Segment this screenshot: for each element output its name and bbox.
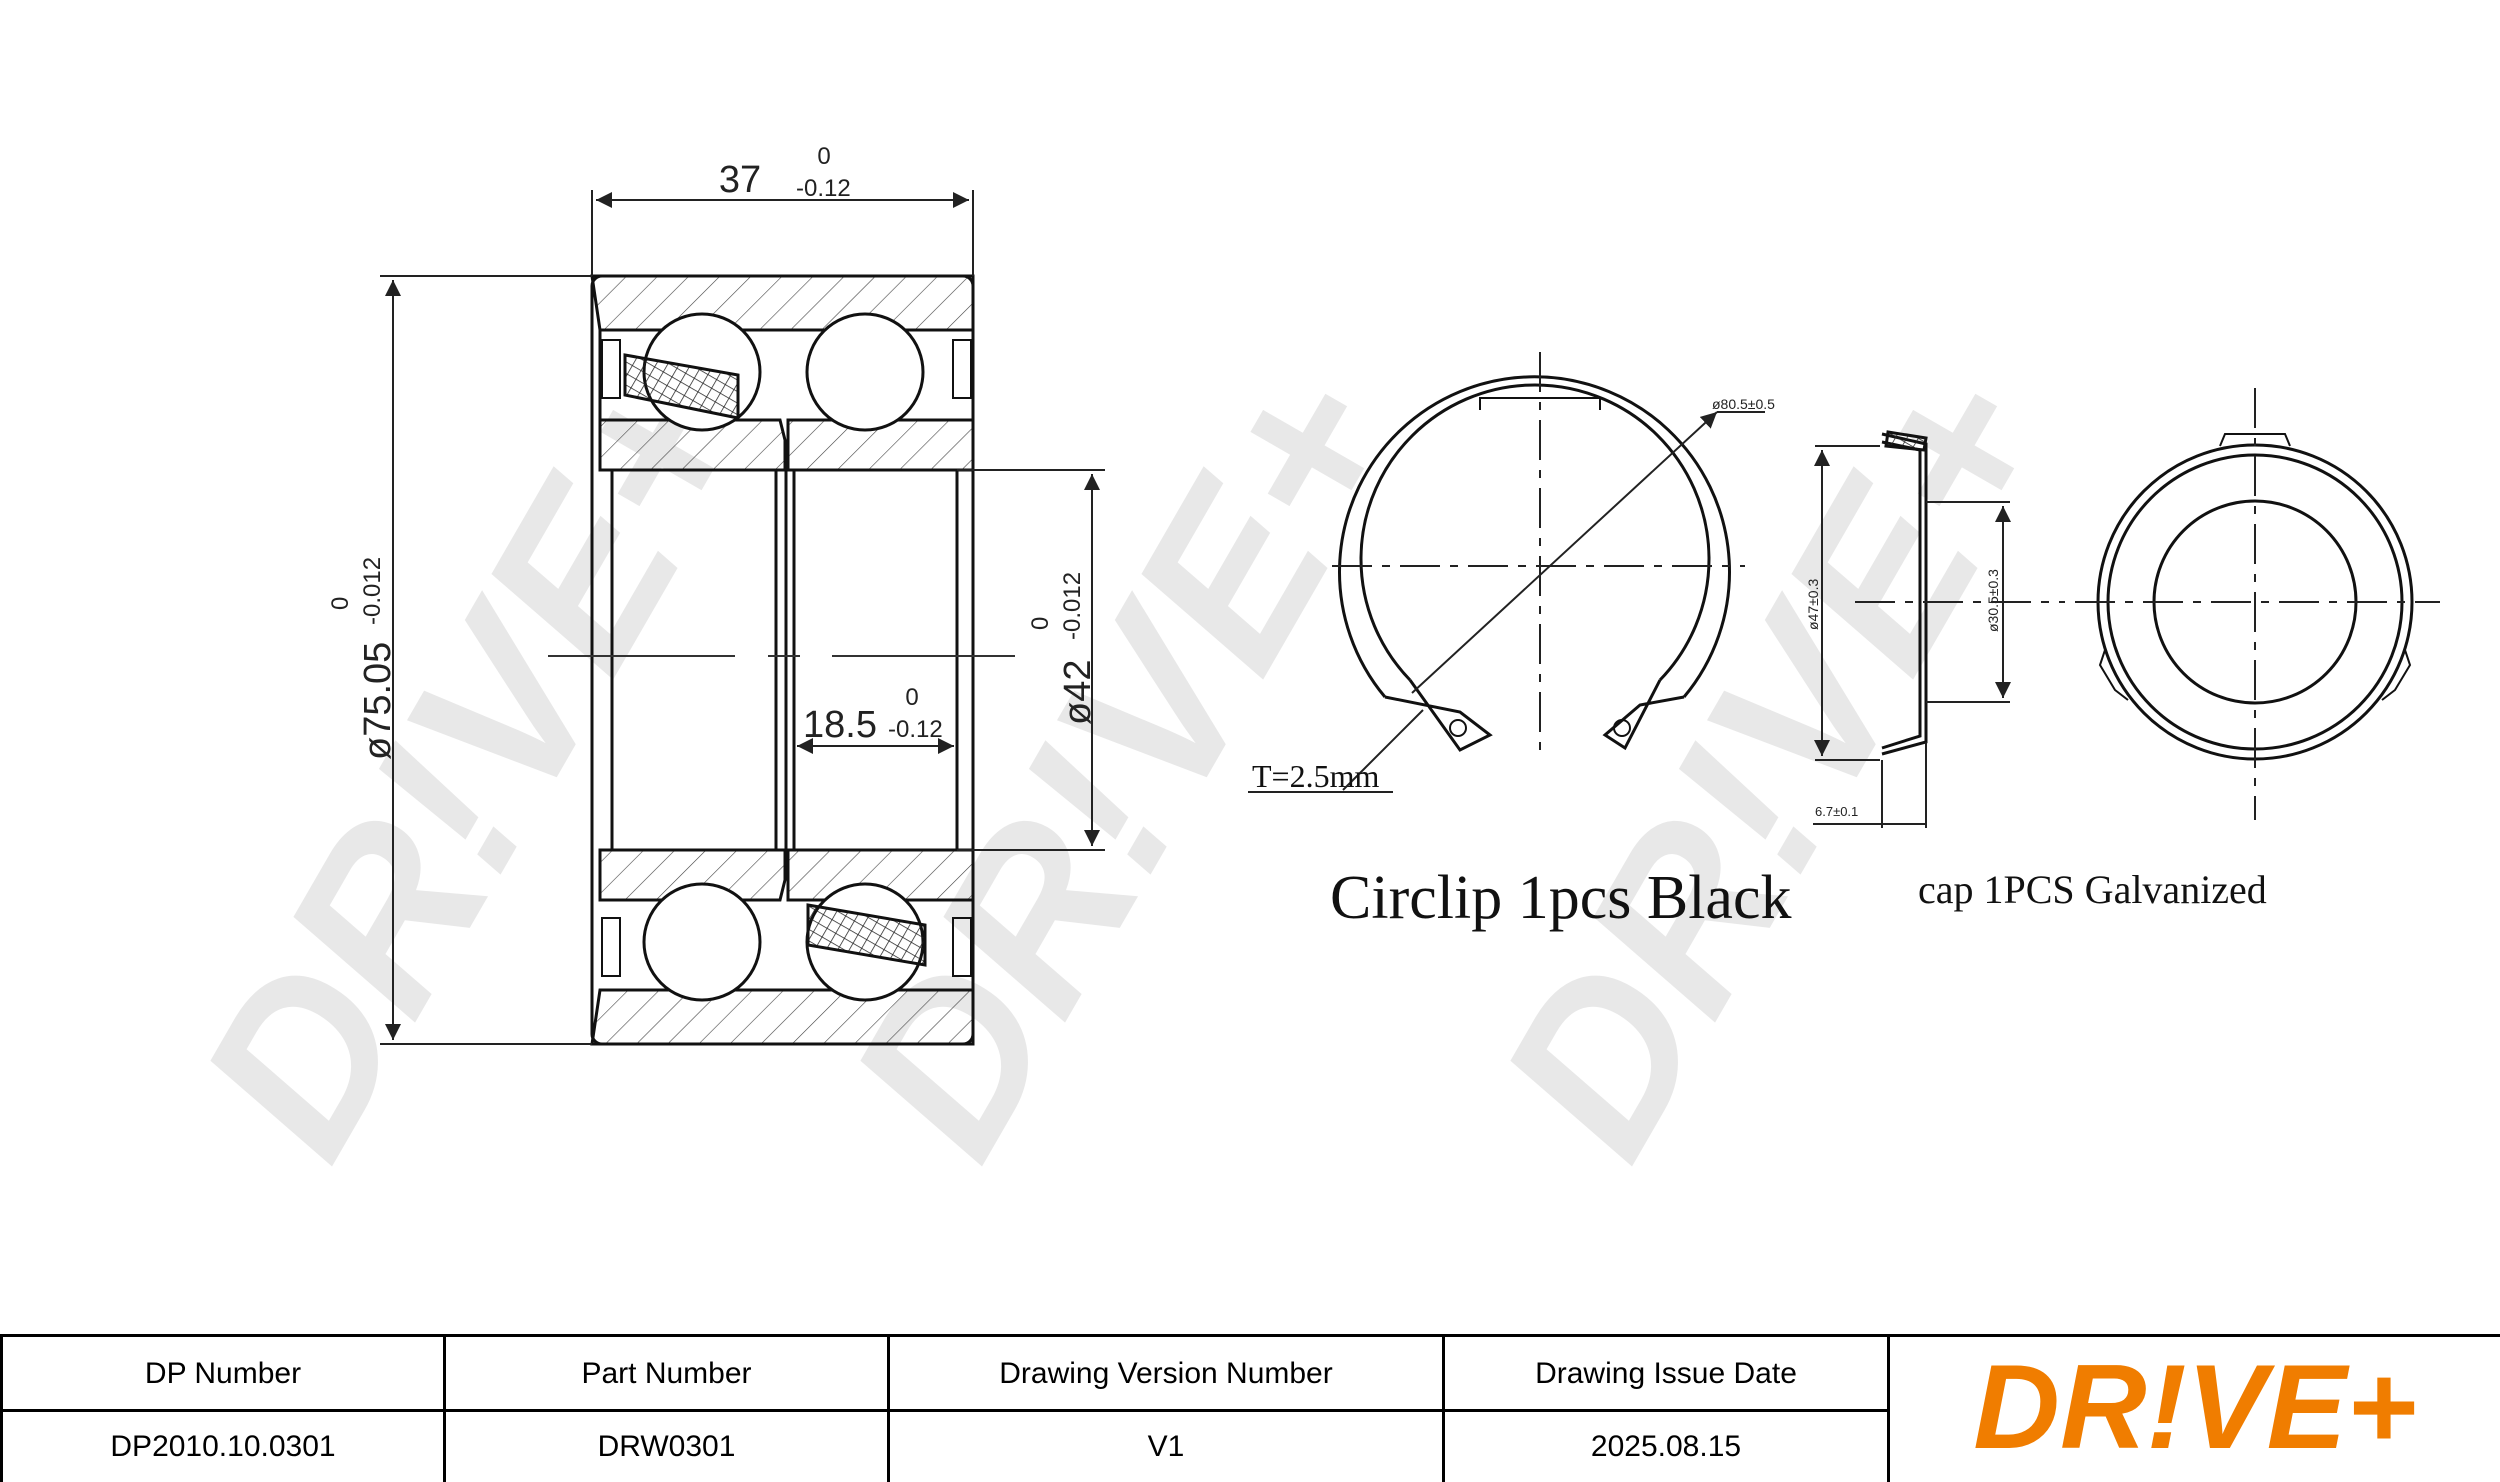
value-part-number: DRW0301: [446, 1411, 890, 1482]
seal-bottom-right: [952, 917, 972, 977]
title-block-divider: [0, 1409, 1890, 1412]
header-issue-date: Drawing Issue Date: [1445, 1337, 1890, 1411]
cap-front-centerlines: [2075, 388, 2440, 820]
title-block: DP Number Part Number Drawing Version Nu…: [0, 1334, 2500, 1482]
inner-ring-top-left: [598, 418, 787, 472]
bearing-dimensions: [380, 190, 1105, 1045]
inner-ring-bottom-left: [598, 848, 787, 902]
half-width-nominal: 18.5: [803, 704, 877, 746]
width-upper: 0: [817, 143, 830, 170]
circlip-inner: [1359, 383, 1711, 682]
ball-top-right: [805, 312, 925, 432]
outer-ring-top: [590, 274, 975, 332]
id-label: ø42: [1057, 660, 1099, 725]
circlip-leaders: [1248, 411, 1765, 793]
id-lower: -0.012: [1059, 572, 1086, 640]
circlip-caption: Circlip 1pcs Black: [1330, 864, 1791, 932]
circlip-lug-right: [1602, 679, 1685, 751]
cap-tab-top: [2219, 433, 2291, 447]
circlip-hole-left: [1449, 719, 1467, 737]
width-lower: -0.12: [796, 175, 851, 202]
od-lower: -0.012: [359, 557, 386, 625]
brand-logo: DR!VE+: [1890, 1337, 2500, 1482]
cap-od-label: ø47±0.3: [1805, 579, 1821, 630]
outer-ring-bottom: [590, 988, 975, 1046]
watermark-group: DR!VE+ DR!VE+ DR!VE+: [150, 330, 2098, 1195]
od-upper: 0: [327, 597, 354, 610]
cap-flange-top: [1884, 430, 1928, 452]
circlip-centerlines: [1332, 352, 1745, 755]
circlip-hole-right: [1613, 719, 1631, 737]
cage-bottom: [806, 903, 927, 967]
seal-top-right: [952, 339, 972, 399]
id-upper: 0: [1027, 617, 1054, 630]
circlip: [1338, 375, 1731, 752]
circlip-dia-label: ø80.5±0.5: [1712, 396, 1775, 412]
circlip-notch-top: [1479, 397, 1601, 410]
circlip-thickness-label: T=2.5mm: [1252, 758, 1379, 794]
seal-top-left: [601, 339, 621, 399]
watermark-text: DR!VE+: [1450, 330, 2098, 1195]
cap-id-label: ø30.5±0.3: [1985, 569, 2001, 632]
value-drawing-version: V1: [890, 1411, 1445, 1482]
cap-side-view: [1881, 430, 1928, 756]
bearing-dim-texts: 37 0 -0.12 ø75.05 0 -0.012 ø42 0 -0.012 …: [327, 143, 1099, 760]
seal-bottom-left: [601, 917, 621, 977]
od-label: ø75.05: [357, 642, 399, 760]
cage-top: [623, 353, 740, 420]
value-issue-date: 2025.08.15: [1445, 1411, 1890, 1482]
header-part-number: Part Number: [446, 1337, 890, 1411]
logo-graphic: DR!VE+: [1973, 1350, 2416, 1470]
circlip-outer: [1338, 375, 1731, 698]
cap-tab-right: [2381, 649, 2412, 701]
header-drawing-version: Drawing Version Number: [890, 1337, 1445, 1411]
value-dp-number: DP2010.10.0301: [0, 1411, 446, 1482]
inner-ring-bottom-right: [786, 848, 975, 902]
cap-tab-left: [2098, 649, 2129, 701]
circlip-lug-left: [1384, 679, 1493, 752]
half-width-upper: 0: [905, 684, 918, 711]
ball-bottom-left: [642, 882, 762, 1002]
logo-text: DR!VE+: [1973, 1350, 2416, 1470]
bearing-section: [590, 274, 975, 1046]
width-nominal: 37: [719, 159, 761, 201]
half-width-lower: -0.12: [888, 716, 943, 743]
cap-depth-label: 6.7±0.1: [1815, 804, 1858, 819]
header-dp-number: DP Number: [0, 1337, 446, 1411]
cap-caption: cap 1PCS Galvanized: [1918, 867, 2267, 912]
